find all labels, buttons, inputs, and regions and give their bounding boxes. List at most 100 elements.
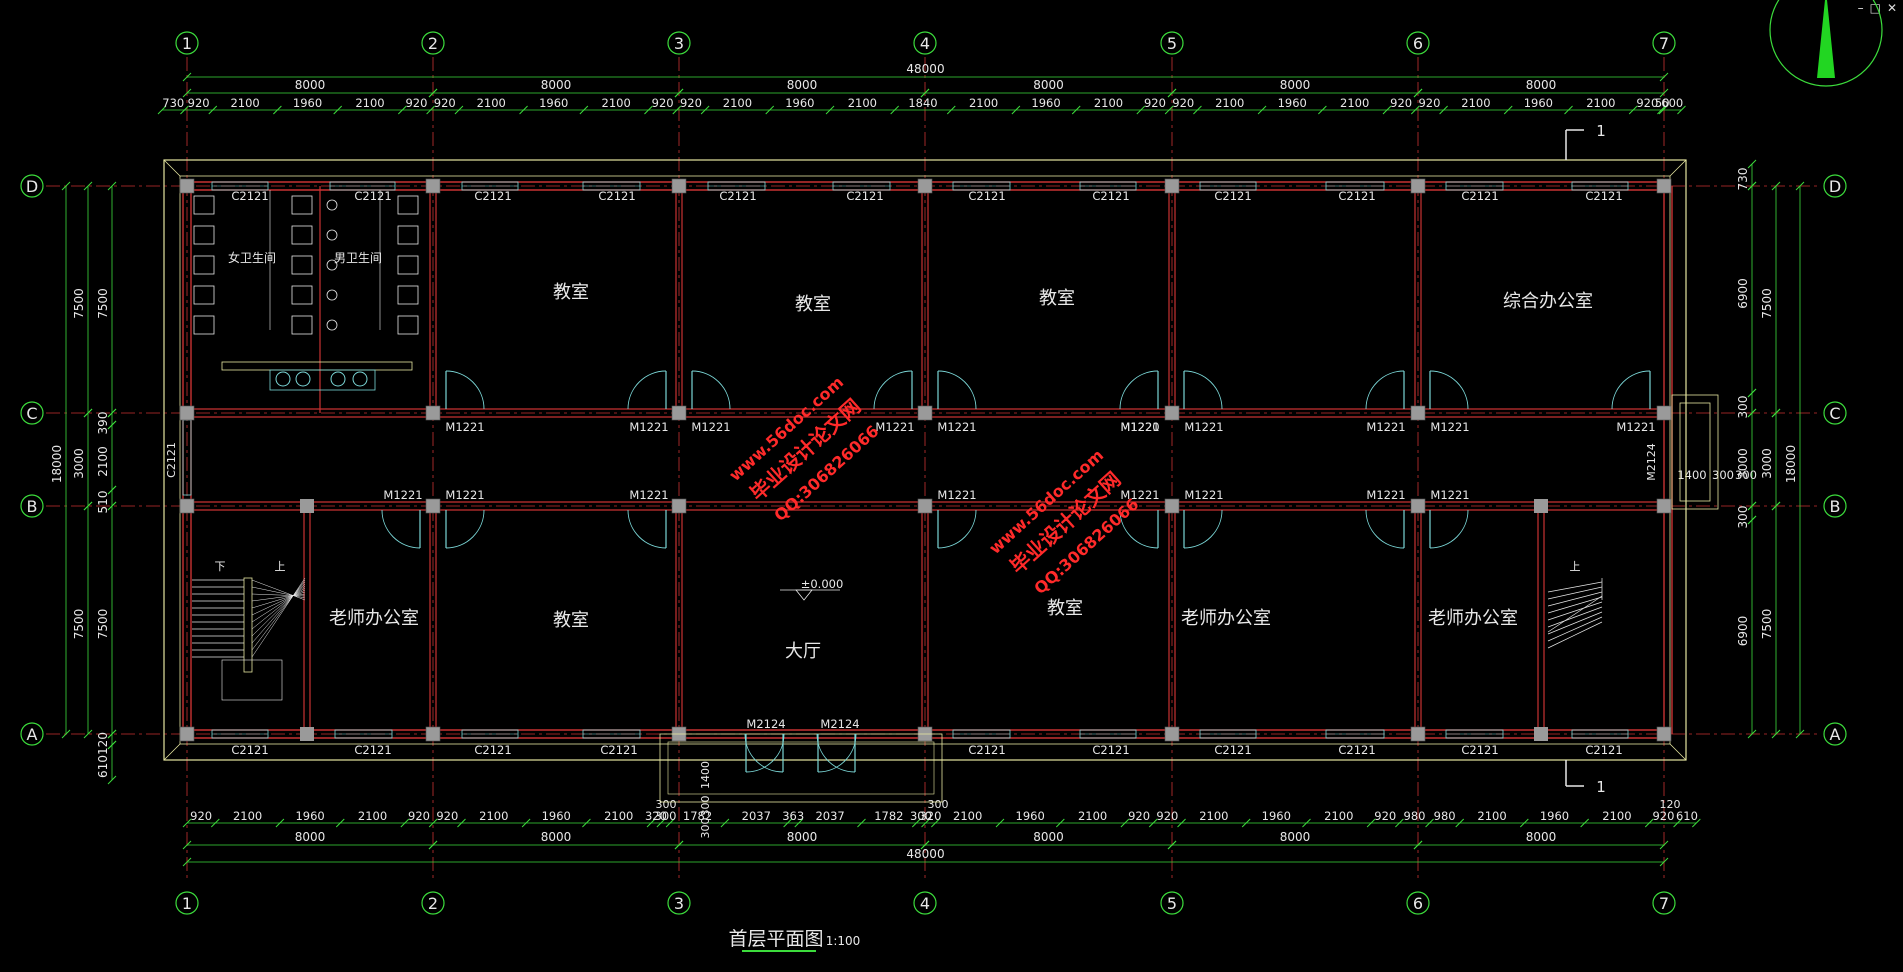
axis-label-6-top: 6 [1413, 34, 1423, 53]
dim-right-inner-2-tick [1747, 181, 1757, 191]
dim-right-inner-5-text: 300 [1736, 506, 1750, 529]
dim-left-total-text: 18000 [50, 445, 64, 483]
dim-detail-bottom-text: 920 [1128, 809, 1150, 823]
dim-left-outer-3-tick [83, 729, 93, 739]
dim-detail-bottom-text: 920 [1374, 809, 1396, 823]
dim-detail-bottom-text: 320 [919, 809, 941, 823]
axis-bubble-6-top [1406, 31, 1430, 55]
label-window-top-4: C2121 [719, 189, 756, 203]
axis-label-C-right: C [1829, 404, 1840, 423]
label-door-upper-3: M1221 [875, 420, 914, 434]
dim-detail-bottom-tick [1055, 818, 1065, 828]
dim-bay-bottom-3-text: 8000 [787, 830, 818, 844]
dim-left-inner-2-tick [107, 408, 117, 418]
dim-detail-bottom-tick [911, 818, 921, 828]
column-4-1 [1164, 405, 1180, 421]
label-door-lower-7: M1221 [1430, 488, 1469, 502]
column-1-3 [425, 726, 441, 742]
dim-detail-top-tick [1193, 105, 1202, 115]
axis-label-1-bottom: 1 [182, 894, 192, 913]
sink-1 [295, 371, 311, 387]
dim-detail-bottom-text: 1960 [1016, 809, 1045, 823]
toilet-w-0 [193, 195, 215, 215]
dim-bay-bottom-5-tick [1167, 840, 1177, 850]
axis-bubble-1-top [175, 31, 199, 55]
minimize-button[interactable]: – [1857, 1, 1864, 15]
column-3-0 [917, 178, 933, 194]
dim-detail-bottom-tick [1395, 818, 1404, 828]
axis-bubble-B-right [1823, 494, 1847, 518]
label-classroom-3: 教室 [1039, 288, 1075, 309]
door-lower-1-swing [445, 509, 485, 549]
close-button[interactable]: ✕ [1886, 1, 1897, 15]
door-lower-7-swing [1429, 509, 1469, 549]
dim-left-outer-2-text: 3000 [72, 448, 86, 479]
label-window-top-2: C2121 [474, 189, 511, 203]
door-upper-9-swing [1611, 370, 1651, 410]
label-window-top-1: C2121 [354, 189, 391, 203]
axis-bubble-C-right [1823, 401, 1847, 425]
label-window-top-5: C2121 [846, 189, 883, 203]
sink-2 [330, 371, 346, 387]
dim-right-total-tick [1795, 181, 1805, 191]
dim-right-stair-2: 300 [1712, 468, 1734, 482]
axis-bubble-4-bottom [913, 891, 937, 915]
axis-label-3-bottom: 3 [674, 894, 684, 913]
label-door-upper-2: M1221 [691, 420, 730, 434]
label-teacher-office-1: 老师办公室 [329, 608, 419, 629]
dim-detail-top-text: 2100 [969, 96, 998, 110]
dim-detail-top-text: 920 [1636, 96, 1658, 110]
dim-detail-bottom-tick [656, 818, 666, 828]
label-window-top-9: C2121 [1338, 189, 1375, 203]
door-upper-7-swing [1365, 370, 1405, 410]
stair-right-diag [1547, 595, 1603, 633]
dim-corner-bottom: 120 [1660, 798, 1681, 811]
dim-left-outer-3-tick [83, 501, 93, 511]
column-0-0 [179, 178, 195, 194]
dim-detail-bottom-tick [646, 818, 656, 828]
door-layer [381, 370, 1651, 773]
dim-right-inner-6-tick [1747, 515, 1757, 525]
dim-detail-top-text: 600 [1661, 96, 1683, 110]
toilet-w2-1 [291, 225, 313, 245]
dim-total-bottom-text: 48000 [906, 847, 944, 861]
axis-bubble-A-right [1823, 722, 1847, 746]
label-door-lower-6: M1221 [1366, 488, 1405, 502]
column-extra-0 [300, 499, 314, 513]
dim-detail-top-tick [1628, 105, 1638, 115]
fixture-layer [192, 129, 1603, 787]
dim-detail-top-text: 2100 [1461, 96, 1490, 110]
dim-entrance-v1: 1400 [699, 761, 712, 789]
restore-button[interactable]: □ [1869, 1, 1881, 15]
label-elevation: ±0.000 [801, 577, 844, 591]
dim-detail-bottom-text: 320 [645, 809, 667, 823]
dim-detail-top-text: 920 [1418, 96, 1440, 110]
dim-detail-top-tick [333, 105, 343, 115]
column-6-0 [1656, 178, 1672, 194]
axis-label-A-left: A [27, 725, 38, 744]
dim-detail-bottom-tick [857, 818, 866, 828]
dim-detail-top-tick [1410, 105, 1420, 115]
column-1-2 [425, 498, 441, 514]
toilet-w-1 [193, 225, 215, 245]
label-window-top-3: C2121 [598, 189, 635, 203]
dim-bay-bottom-4-text: 8000 [1033, 830, 1064, 844]
dim-detail-top-tick [273, 105, 282, 115]
door-entrance-1-swing [744, 733, 784, 773]
axis-bubble-3-top [667, 31, 691, 55]
dim-detail-top-tick [825, 105, 835, 115]
dim-left-inner-4-text: 510 [96, 491, 110, 514]
axis-label-D-right: D [1829, 177, 1841, 196]
dim-detail-bottom-text: 920 [1652, 809, 1674, 823]
column-extra-3 [1534, 727, 1548, 741]
door-upper-5-swing [1119, 370, 1159, 410]
label-mens-wc: 男卫生间 [334, 251, 382, 265]
label-door-lower-2: M1221 [629, 488, 668, 502]
axis-label-6-bottom: 6 [1413, 894, 1423, 913]
column-extra-1 [300, 727, 314, 741]
dimension-layer: 4800048000800080008000800080008000800080… [50, 62, 1805, 867]
dim-detail-top-tick [946, 105, 956, 115]
toilet-w-4 [193, 315, 215, 335]
